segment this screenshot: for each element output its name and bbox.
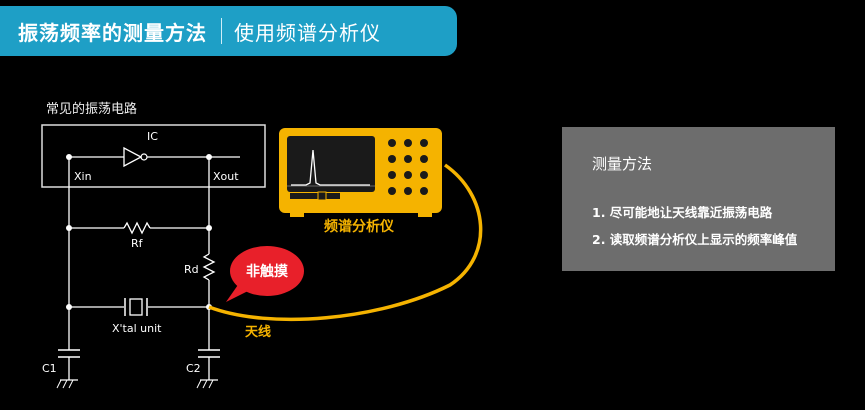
title-divider <box>221 18 222 44</box>
rf-resistor <box>123 221 151 235</box>
no-touch-callout: 非触摸 <box>230 246 304 296</box>
spectrum-peak-trace <box>291 149 370 186</box>
crystal-symbol <box>129 298 143 316</box>
c1-label: C1 <box>42 362 57 375</box>
rd-label: Rd <box>184 263 199 276</box>
circuit-caption: 常见的振荡电路 <box>46 102 138 117</box>
c2-label: C2 <box>186 362 201 375</box>
callout-text: 非触摸 <box>246 264 288 280</box>
antenna-label: 天线 <box>245 325 272 340</box>
spectrum-analyzer-icon <box>279 128 442 217</box>
page-subtitle: 使用频谱分析仪 <box>234 20 381 45</box>
page-title: 振荡频率的测量方法 <box>18 20 207 45</box>
xin-label: Xin <box>74 170 92 183</box>
header-bar: 振荡频率的测量方法 使用频谱分析仪 <box>0 6 457 56</box>
method-title: 测量方法 <box>592 155 653 173</box>
method-steps: 1. 尽可能地让天线靠近振荡电路 2. 读取频谱分析仪上显示的频率峰值 <box>592 199 797 253</box>
crystal-label: X'tal unit <box>112 322 162 335</box>
rd-resistor <box>202 253 216 281</box>
method-step: 1. 尽可能地让天线靠近振荡电路 <box>592 205 773 220</box>
rf-label: Rf <box>131 237 144 250</box>
ic-box <box>41 124 266 188</box>
inverter-symbol <box>123 146 143 168</box>
ic-label: IC <box>147 130 158 143</box>
spectrum-analyzer-label: 频谱分析仪 <box>324 219 394 235</box>
xout-label: Xout <box>213 170 239 183</box>
method-panel: 测量方法 1. 尽可能地让天线靠近振荡电路 2. 读取频谱分析仪上显示的频率峰值 <box>562 127 835 271</box>
antenna-cable <box>208 163 483 322</box>
method-step: 2. 读取频谱分析仪上显示的频率峰值 <box>592 232 798 247</box>
